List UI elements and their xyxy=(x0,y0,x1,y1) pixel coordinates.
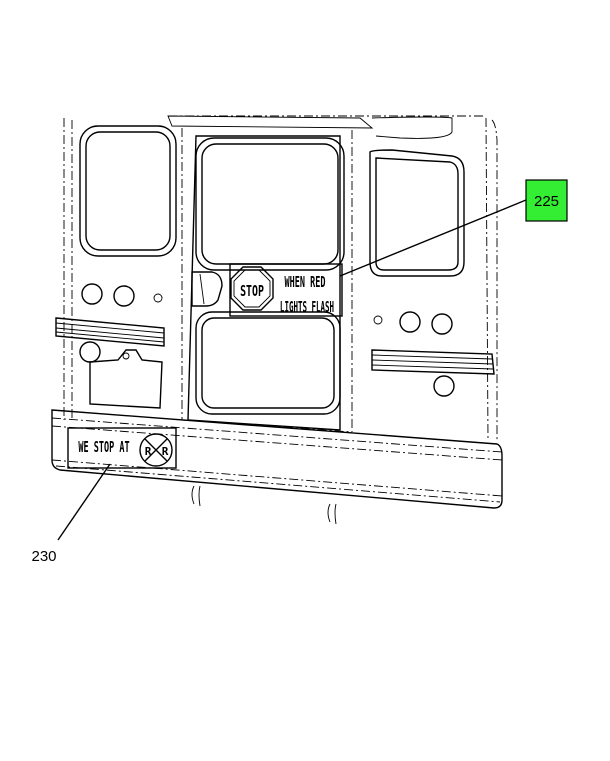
rub-rails xyxy=(55,317,495,375)
callout-225-box xyxy=(525,179,568,222)
callout-230: 230 xyxy=(31,463,111,565)
rear-bumper xyxy=(51,409,503,525)
left-rear-window xyxy=(79,125,177,257)
rr-right-letter: R xyxy=(162,445,169,458)
we-stop-at-text: WE STOP AT xyxy=(78,438,129,455)
lights-flash-text: LIGHTS FLASH xyxy=(280,298,334,316)
emergency-door xyxy=(187,135,345,431)
callout-230-leader xyxy=(57,463,111,541)
callout-225: 225 xyxy=(339,179,568,277)
stop-octagon-text: STOP xyxy=(240,283,264,301)
license-plate-holder xyxy=(89,349,163,409)
door-stop-decal: STOP WHEN RED LIGHTS FLASH xyxy=(229,263,343,317)
callout-225-leader xyxy=(339,199,527,277)
tail-lights xyxy=(79,283,455,397)
callout-225-label: 225 xyxy=(534,193,559,210)
bus-body xyxy=(63,115,498,441)
bumper-rr-decal: WE STOP AT R R xyxy=(67,427,177,469)
rr-left-letter: R xyxy=(145,445,152,458)
callout-230-label: 230 xyxy=(31,548,56,565)
right-rear-window xyxy=(369,149,465,277)
when-red-text: WHEN RED xyxy=(285,273,326,290)
